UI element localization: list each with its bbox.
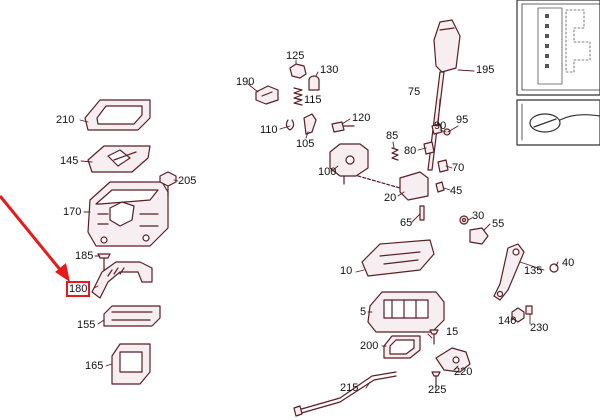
part-label-45: 45	[450, 185, 463, 197]
part-label-65: 65	[400, 217, 413, 229]
part-155-slider	[103, 305, 161, 327]
part-90-bolt	[431, 123, 443, 135]
part-label-15: 15	[446, 326, 459, 338]
part-label-40: 40	[562, 257, 575, 269]
part-label-165: 165	[85, 360, 104, 372]
part-20-lever-base	[357, 171, 429, 201]
part-label-190: 190	[236, 76, 255, 88]
part-15-screw	[429, 329, 439, 345]
part-215-cable	[293, 371, 397, 417]
part-label-130: 130	[320, 64, 339, 76]
part-label-85: 85	[386, 130, 399, 142]
highlight-arrow	[0, 195, 70, 282]
part-label-20: 20	[384, 192, 397, 204]
part-230-washer	[525, 305, 533, 315]
part-label-220: 220	[454, 366, 473, 378]
part-10-bracket	[361, 239, 435, 277]
part-70-switch	[437, 159, 449, 173]
part-label-230: 230	[530, 322, 549, 334]
part-label-5: 5	[360, 306, 367, 318]
part-label-185: 185	[75, 250, 94, 262]
part-140-nut	[511, 307, 525, 323]
part-220-lever	[435, 347, 471, 373]
part-label-155: 155	[77, 319, 96, 331]
part-label-135: 135	[524, 265, 543, 277]
part-95-washer	[443, 128, 451, 136]
part-label-90: 90	[434, 120, 447, 132]
part-200-gasket	[383, 335, 421, 359]
part-115-spring	[293, 87, 303, 106]
part-170-housing	[87, 181, 169, 247]
leader-lines	[79, 59, 559, 391]
part-label-225: 225	[428, 384, 447, 396]
part-45-bolt	[435, 181, 445, 193]
part-65-pin	[419, 205, 425, 221]
part-label-95: 95	[456, 114, 469, 126]
part-label-210: 210	[56, 114, 75, 126]
part-195-knob	[433, 19, 461, 73]
part-label-125: 125	[286, 50, 305, 62]
part-label-70: 70	[452, 162, 465, 174]
part-label-75: 75	[408, 86, 421, 98]
part-80-pin	[423, 141, 435, 155]
part-55-bush	[469, 227, 489, 245]
part-85-spring	[391, 147, 399, 161]
part-145-plate	[87, 145, 151, 173]
part-210-frame	[84, 99, 151, 131]
part-label-30: 30	[472, 210, 485, 222]
part-label-195: 195	[476, 64, 495, 76]
part-180-cover	[91, 261, 153, 299]
part-label-170: 170	[63, 206, 82, 218]
part-label-140: 140	[498, 315, 517, 327]
part-label-55: 55	[492, 218, 505, 230]
part-120-bolt	[331, 121, 355, 133]
part-label-145: 145	[60, 155, 79, 167]
part-125-cap	[289, 63, 307, 79]
part-label-110: 110	[260, 124, 278, 136]
part-label-115: 115	[304, 94, 322, 106]
part-label-10: 10	[340, 265, 353, 277]
shift-gate-inset	[516, 0, 600, 96]
part-label-120: 120	[352, 112, 371, 124]
part-190-bracket	[255, 85, 279, 105]
part-label-80: 80	[404, 145, 417, 157]
part-label-200: 200	[360, 340, 379, 352]
part-205-screw	[159, 171, 177, 197]
part-label-180-highlighted[interactable]: 180	[66, 281, 91, 297]
part-label-100: 100	[318, 166, 337, 178]
part-5-base-plate	[367, 291, 445, 333]
part-165-panel	[111, 343, 151, 385]
part-110-clip	[285, 119, 295, 131]
cable-inset	[516, 99, 600, 146]
part-40-clip	[549, 263, 559, 273]
part-30-washer	[459, 215, 469, 225]
part-185-screw	[97, 253, 111, 271]
part-100-lever-block	[329, 143, 369, 185]
part-label-205: 205	[178, 175, 197, 187]
part-225-screw	[431, 371, 441, 387]
part-130-bushing	[308, 75, 320, 91]
part-label-215: 215	[340, 382, 359, 394]
part-135-linkage	[493, 243, 525, 301]
part-label-105: 105	[296, 138, 315, 150]
part-105-pin	[303, 113, 317, 135]
